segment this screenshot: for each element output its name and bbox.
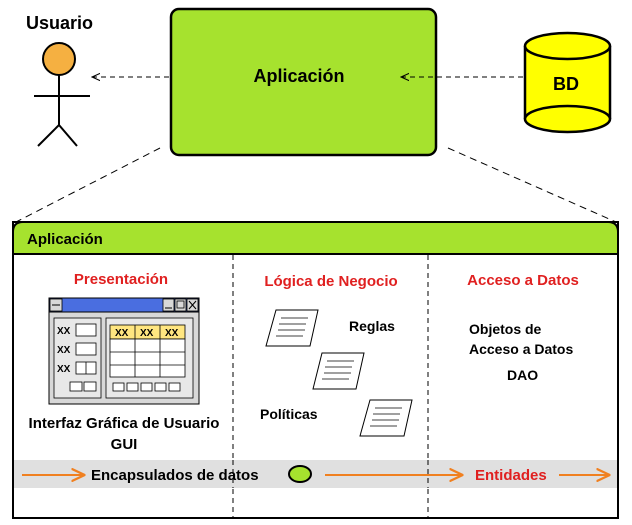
user-label: Usuario xyxy=(26,13,93,33)
heading-data-access: Acceso a Datos xyxy=(467,272,579,289)
user-stick-figure-icon xyxy=(34,42,90,147)
heading-business-logic: Lógica de Negocio xyxy=(264,273,397,290)
gui-header-cell: XX xyxy=(115,328,129,339)
dao-line2: Acceso a Datos xyxy=(469,341,573,357)
dao-line1: Objetos de xyxy=(469,321,542,337)
gui-caption-line2: GUI xyxy=(111,436,138,453)
middle-document-icon xyxy=(312,352,365,390)
database-label: BD xyxy=(553,74,579,94)
footer-right-label: Entidades xyxy=(475,467,547,484)
policies-document-icon xyxy=(359,399,413,437)
application-label: Aplicación xyxy=(253,66,344,86)
gui-caption-line1: Interfaz Gráfica de Usuario xyxy=(29,415,220,432)
panel-title: Aplicación xyxy=(27,231,103,248)
gui-row-label: XX xyxy=(57,326,71,337)
zoom-line-left xyxy=(15,147,161,223)
gui-row-label: XX xyxy=(57,345,71,356)
heading-presentation: Presentación xyxy=(74,271,168,288)
dao-line3: DAO xyxy=(507,367,538,383)
footer-left-label: Encapsulados de datos xyxy=(91,467,259,484)
gui-header-cell: XX xyxy=(165,328,179,339)
rules-document-icon xyxy=(265,309,319,347)
entity-capsule-icon xyxy=(288,465,312,483)
rules-label: Reglas xyxy=(349,318,395,334)
policies-label: Políticas xyxy=(260,406,318,422)
zoom-line-right xyxy=(447,147,617,223)
application-box xyxy=(169,7,438,157)
database-cylinder-icon xyxy=(523,31,612,134)
gui-window-icon xyxy=(48,297,200,405)
gui-row-label: XX xyxy=(57,364,71,375)
footer-band xyxy=(14,460,617,488)
gui-header-cell: XX xyxy=(140,328,154,339)
